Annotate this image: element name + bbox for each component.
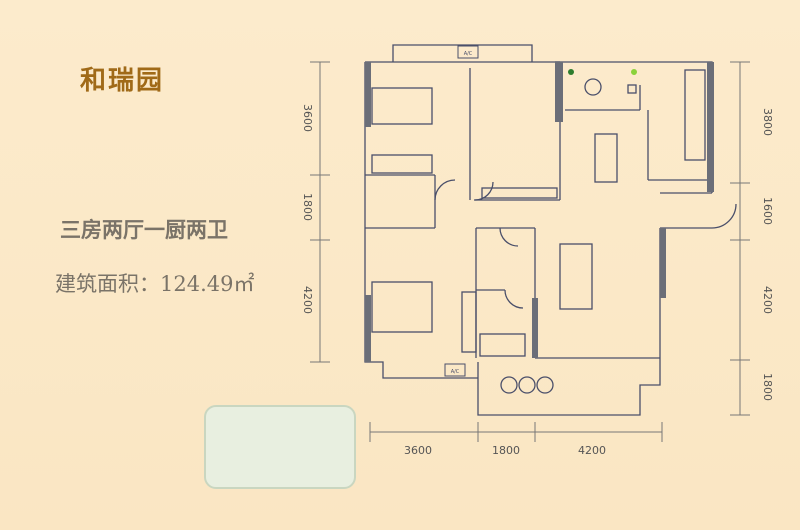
- dim-right-4: 1800: [761, 373, 774, 401]
- dim-left-2: 1800: [301, 193, 314, 221]
- dim-bottom-3: 4200: [578, 444, 606, 457]
- dim-right-3: 4200: [761, 286, 774, 314]
- plant-icon: [568, 69, 574, 75]
- svg-text:A/C: A/C: [451, 369, 460, 375]
- walls: [364, 44, 737, 416]
- project-title: 和瑞园: [80, 66, 165, 96]
- ac-unit-bottom: A/C: [444, 363, 466, 377]
- ac-unit-top: A/C: [457, 45, 479, 59]
- dim-bottom-2: 1800: [492, 444, 520, 457]
- svg-text:A/C: A/C: [464, 51, 473, 57]
- area-value: 124.49㎡: [160, 272, 255, 296]
- dim-bottom-1: 3600: [404, 444, 432, 457]
- layout-type: 三房两厅一厨两卫: [60, 218, 228, 242]
- dim-left-3: 4200: [301, 286, 314, 314]
- dimension-lines: [310, 61, 750, 442]
- area-label: 建筑面积：: [55, 272, 160, 296]
- dim-right-2: 1600: [761, 197, 774, 225]
- structural-columns: [365, 62, 714, 362]
- plant-icon: [631, 69, 637, 75]
- building-area: 建筑面积：124.49㎡: [55, 268, 254, 298]
- site-plan-thumbnail: [204, 405, 356, 489]
- dim-right-1: 3800: [761, 108, 774, 136]
- dim-left-1: 3600: [301, 104, 314, 132]
